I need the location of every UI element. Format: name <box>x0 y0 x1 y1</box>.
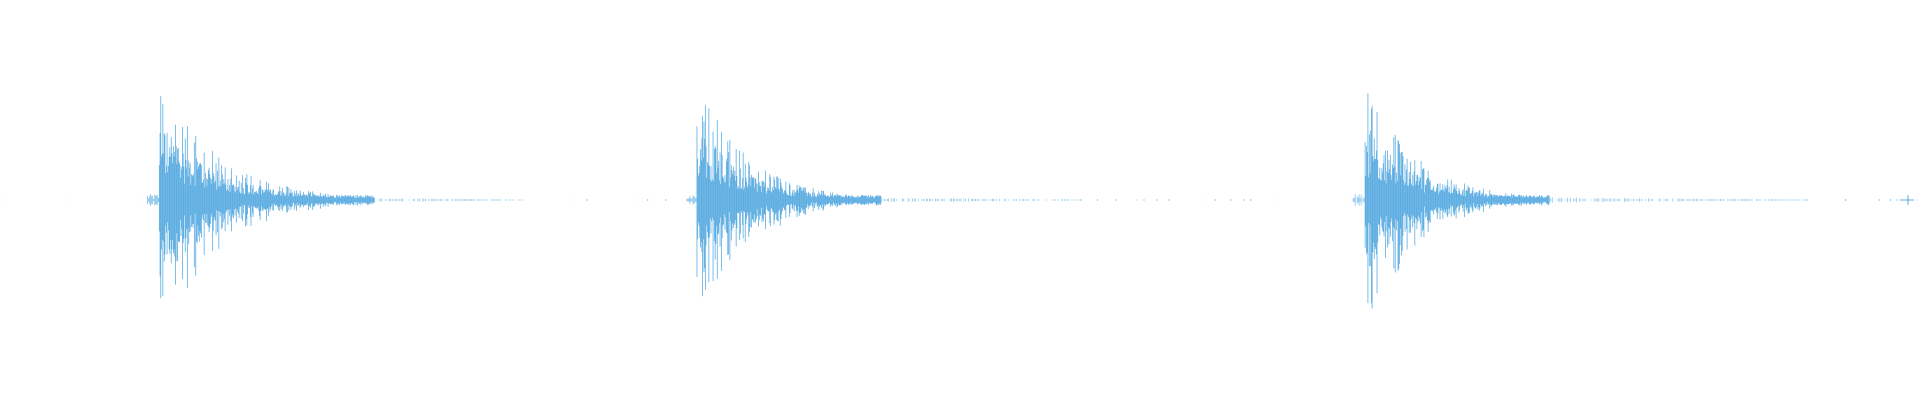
waveform-samples <box>147 93 1909 309</box>
end-marker <box>1900 195 1914 205</box>
